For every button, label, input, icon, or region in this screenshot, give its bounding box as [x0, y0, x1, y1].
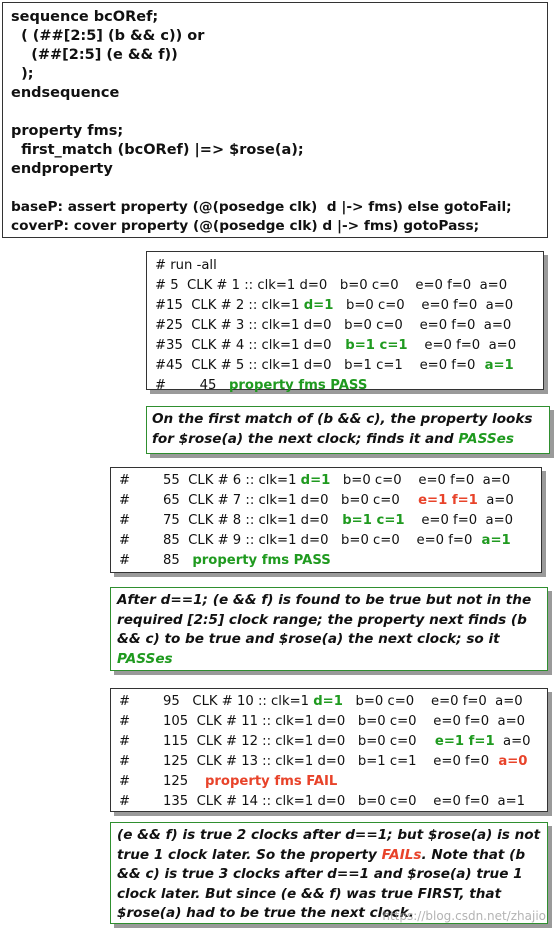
- sim-row: #115 CLK # 12 :: clk=1 d=0 b=0 c=0 e=1 f…: [119, 734, 531, 749]
- sim-output-3: #95 CLK # 10 :: clk=1 d=1 b=0 c=0 e=0 f=…: [110, 688, 548, 812]
- code-block: sequence bcORef; ( (##[2:5] (b && c)) or…: [2, 2, 548, 238]
- code-line: endsequence: [11, 85, 120, 101]
- sim-row: #45 CLK # 5 :: clk=1 d=0 b=1 c=1 e=0 f=0…: [155, 358, 514, 373]
- note-2: After d==1; (e && f) is found to be true…: [110, 587, 548, 671]
- sim-row: #85 CLK # 9 :: clk=1 d=0 b=0 c=0 e=0 f=0…: [119, 533, 511, 548]
- sim-row: #125 CLK # 13 :: clk=1 d=0 b=1 c=1 e=0 f…: [119, 754, 528, 769]
- sim-row: #95 CLK # 10 :: clk=1 d=1 b=0 c=0 e=0 f=…: [119, 694, 523, 709]
- sim-row: # 5 CLK # 1 :: clk=1 d=0 b=0 c=0 e=0 f=0…: [155, 278, 508, 293]
- code-line: ( (##[2:5] (b && c)) or: [11, 28, 205, 44]
- watermark: https://blog.csdn.net/zhajio: [382, 909, 546, 923]
- sim-row: #25 CLK # 3 :: clk=1 d=0 b=0 c=0 e=0 f=0…: [155, 318, 512, 333]
- code-line: (##[2:5] (e && f)): [11, 47, 178, 63]
- note-3: (e && f) is true 2 clocks after d==1; bu…: [110, 822, 548, 924]
- sim-row: #35 CLK # 4 :: clk=1 d=0 b=1 c=1 e=0 f=0…: [155, 338, 517, 353]
- code-line: first_match (bcORef) |=> $rose(a);: [11, 142, 304, 158]
- code-line: property fms;: [11, 123, 124, 139]
- sim-output-2: #55 CLK # 6 :: clk=1 d=1 b=0 c=0 e=0 f=0…: [110, 467, 542, 573]
- sim-row: #75 CLK # 8 :: clk=1 d=0 b=1 c=1 e=0 f=0…: [119, 513, 514, 528]
- code-line: [11, 103, 539, 122]
- sim-result: # 45 property fms PASS: [155, 378, 368, 393]
- sim-row: #55 CLK # 6 :: clk=1 d=1 b=0 c=0 e=0 f=0…: [119, 473, 511, 488]
- sim-row: #65 CLK # 7 :: clk=1 d=0 b=0 c=0 e=1 f=1…: [119, 493, 514, 508]
- sim-output-1: # run -all # 5 CLK # 1 :: clk=1 d=0 b=0 …: [146, 251, 544, 393]
- code-line: sequence bcORef;: [11, 9, 159, 25]
- code-line: coverP: cover property (@(posedge clk) d…: [11, 218, 480, 234]
- sim-header: # run -all: [155, 258, 217, 273]
- sim-result: #125 property fms FAIL: [119, 774, 338, 789]
- sim-row: #15 CLK # 2 :: clk=1 d=1 b=0 c=0 e=0 f=0…: [155, 298, 514, 313]
- sim-row: #105 CLK # 11 :: clk=1 d=0 b=0 c=0 e=0 f…: [119, 714, 526, 729]
- code-line: baseP: assert property (@(posedge clk) d…: [11, 199, 512, 215]
- code-line: [11, 179, 539, 198]
- sim-row: #135 CLK # 14 :: clk=1 d=0 b=0 c=0 e=0 f…: [119, 794, 526, 809]
- code-line: endproperty: [11, 161, 113, 177]
- code-line: );: [11, 66, 34, 82]
- sim-result: #85 property fms PASS: [119, 553, 331, 568]
- note-1: On the first match of (b && c), the prop…: [146, 406, 550, 454]
